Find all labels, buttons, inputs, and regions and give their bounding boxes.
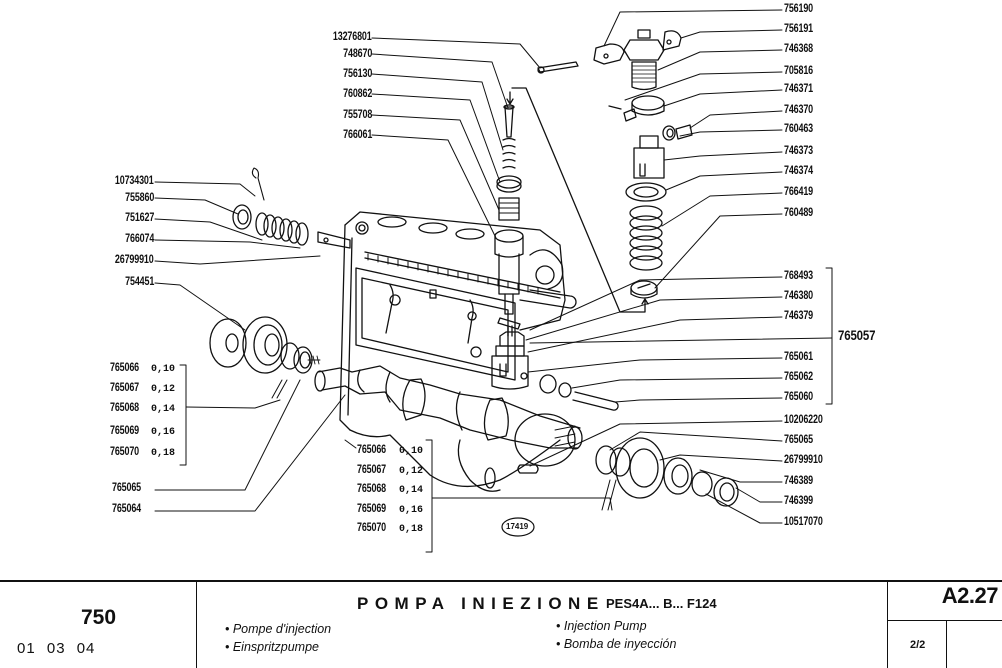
divider	[888, 620, 1002, 621]
title-cell: POMPA INIEZIONE PES4A... B... F124 • Pom…	[197, 582, 888, 668]
shim-part: 765070	[357, 522, 387, 534]
part-label: 765064	[112, 503, 142, 515]
leader-lines	[154, 9, 833, 553]
reference-number: 17419	[506, 522, 529, 531]
part-label: 26799910	[784, 454, 823, 466]
pump-illustration	[154, 9, 833, 553]
shim-size: 0,12	[399, 466, 424, 477]
part-label: 746373	[784, 145, 814, 157]
part-label: 760862	[342, 88, 372, 100]
part-label: 756190	[784, 3, 814, 15]
shim-size: 0,10	[399, 446, 424, 457]
camshaft	[314, 365, 583, 474]
part-label: 765061	[784, 351, 814, 363]
part-label: 746370	[784, 104, 814, 116]
shim-part: 765069	[357, 503, 387, 515]
part-label: 26799910	[115, 254, 154, 266]
part-label: 765065	[112, 482, 142, 494]
part-label: 756130	[342, 68, 372, 80]
part-label: 768493	[784, 270, 814, 282]
shim-size: 0,18	[151, 448, 176, 459]
part-label: 705816	[784, 65, 814, 77]
exploded-parts-diagram: 17419 13276801 748670 756130 760862 7557…	[110, 3, 876, 553]
part-label: 755708	[342, 109, 372, 121]
part-label: 10734301	[115, 175, 154, 187]
translation-en: • Injection Pump	[556, 619, 647, 633]
part-label: 765065	[784, 434, 814, 446]
divider	[946, 620, 947, 668]
shim-size: 0,14	[399, 485, 424, 496]
shim-part: 765066	[357, 444, 387, 456]
date-code: 01 03 04	[17, 640, 96, 657]
part-label: 755860	[124, 192, 154, 204]
part-label: 746368	[784, 43, 814, 55]
part-label: 765062	[784, 371, 814, 383]
part-label: 746389	[784, 475, 814, 487]
part-label: 760489	[784, 207, 814, 219]
part-label: 746380	[784, 290, 814, 302]
part-label: 746374	[784, 165, 814, 177]
part-label: 746399	[784, 495, 814, 507]
part-label: 746371	[784, 83, 814, 95]
part-label: 765060	[784, 391, 814, 403]
model-cell: 750 01 03 04	[0, 582, 197, 668]
part-label: 766074	[124, 233, 154, 245]
shim-part: 765068	[357, 483, 387, 495]
shim-part: 765069	[110, 425, 140, 437]
shim-part: 765068	[110, 402, 140, 414]
part-label: 13276801	[333, 31, 372, 43]
shim-part: 765067	[110, 382, 140, 394]
section-cell: A2.27 2/2	[888, 582, 1002, 668]
shim-size: 0,18	[399, 524, 424, 535]
left-bearing-stack	[209, 316, 321, 374]
part-label: 760463	[784, 123, 814, 135]
section-code: A2.27	[941, 583, 999, 608]
page-indicator: 2/2	[910, 639, 926, 651]
part-label: 746379	[784, 310, 814, 322]
shim-part: 765066	[110, 362, 140, 374]
translation-fr: • Pompe d'injection	[225, 622, 332, 636]
model-number: 750	[80, 606, 117, 629]
shim-size: 0,12	[151, 384, 176, 395]
part-label: 766419	[784, 186, 814, 198]
part-label: 748670	[342, 48, 372, 60]
shim-part: 765070	[110, 446, 140, 458]
right-exploded-stack	[271, 29, 739, 511]
part-label: 10517070	[784, 516, 823, 528]
shim-size: 0,16	[399, 505, 424, 516]
part-label: 10206220	[784, 414, 823, 426]
translation-de: • Einspritzpumpe	[225, 640, 320, 654]
group-code: 765057	[838, 327, 876, 343]
translation-es: • Bomba de inyección	[556, 637, 677, 651]
part-label: 751627	[124, 212, 154, 224]
shim-size: 0,14	[151, 404, 176, 415]
shim-part: 765067	[357, 464, 387, 476]
part-label: 754451	[124, 276, 154, 288]
part-label: 756191	[784, 23, 814, 35]
shim-size: 0,10	[151, 364, 176, 375]
reference-number-oval	[501, 517, 535, 537]
part-label: 766061	[342, 129, 372, 141]
pump-housing	[339, 211, 577, 492]
page-title: POMPA INIEZIONE	[357, 594, 605, 613]
governor-spring-assembly	[232, 167, 351, 249]
page-subtitle: PES4A... B... F124	[606, 596, 717, 611]
shim-size: 0,16	[151, 427, 176, 438]
title-block: 750 01 03 04 POMPA INIEZIONE PES4A... B.…	[0, 580, 1002, 668]
delivery-valve-column	[491, 61, 649, 390]
